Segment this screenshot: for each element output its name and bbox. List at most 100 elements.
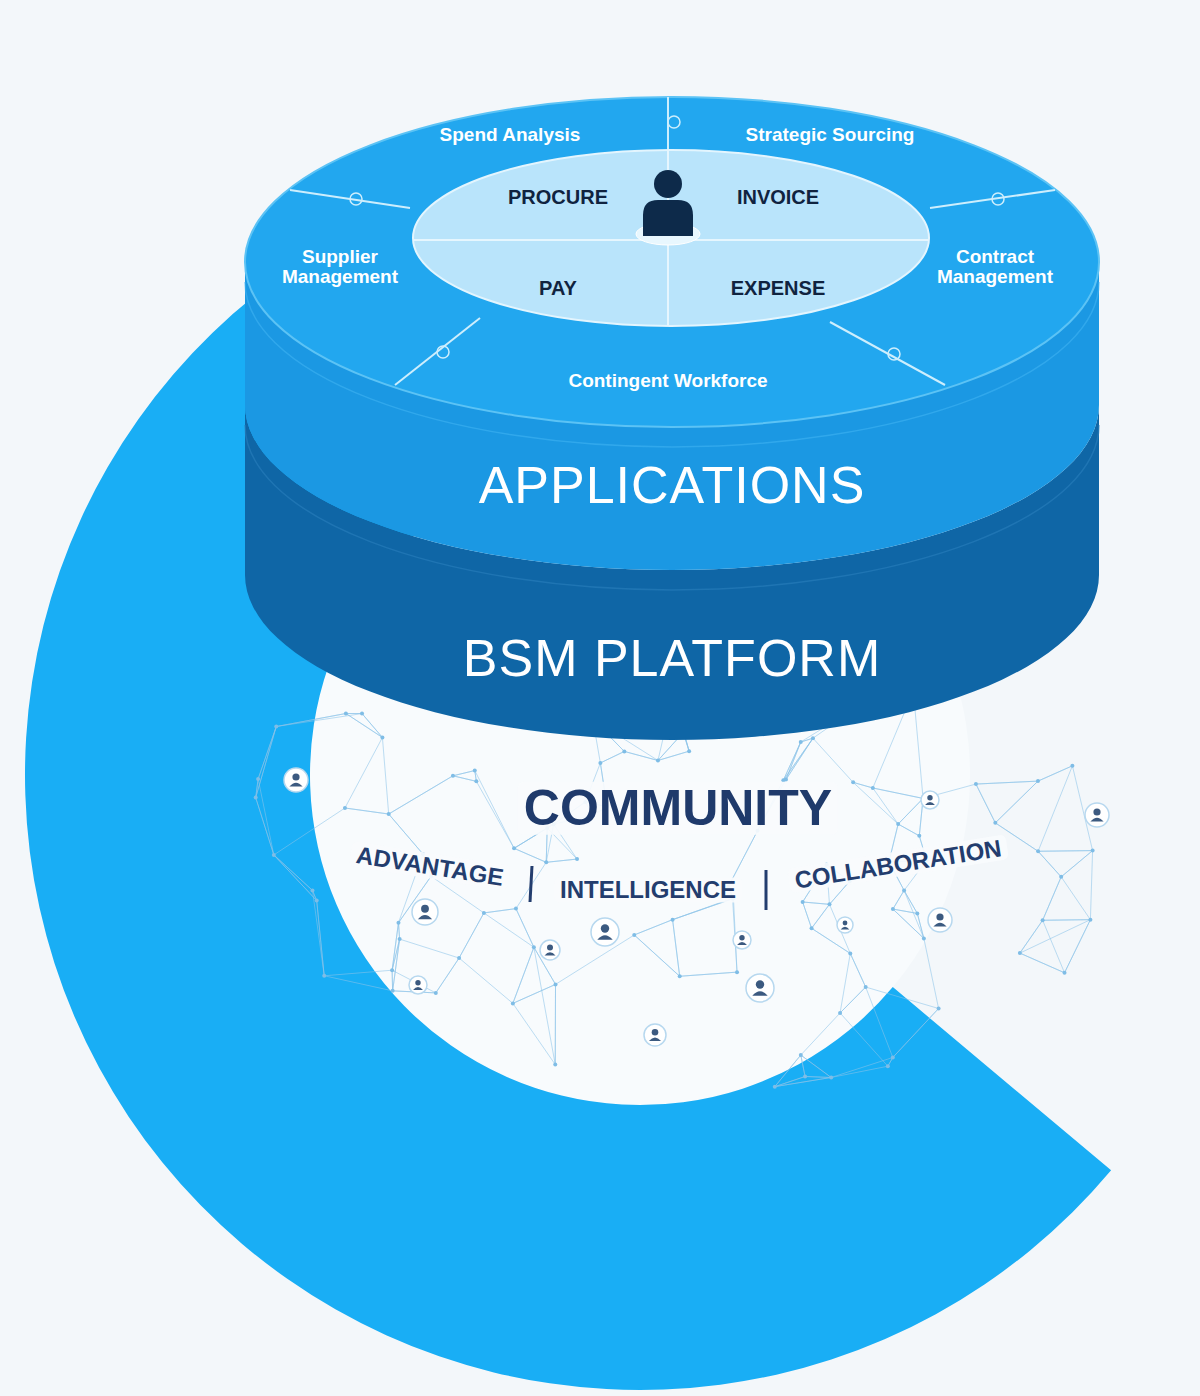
network-dot: [434, 991, 438, 995]
network-dot: [457, 956, 461, 960]
network-dot: [891, 907, 895, 911]
network-link: [324, 976, 392, 991]
network-link: [775, 1077, 831, 1086]
network-link: [513, 1003, 555, 1064]
network-dot: [902, 888, 906, 892]
network-link: [976, 784, 995, 823]
network-dot: [482, 911, 486, 915]
network-link: [600, 751, 624, 763]
network-link: [274, 855, 317, 901]
network-link: [1043, 877, 1062, 920]
user-icon: [412, 899, 438, 925]
network-link: [803, 902, 812, 928]
network-dot: [1088, 918, 1092, 922]
segment-divider: [930, 190, 1055, 208]
network-link: [1020, 920, 1091, 953]
quadrant: PROCURE: [504, 184, 613, 211]
network-dot: [735, 970, 739, 974]
network-link: [805, 1076, 831, 1078]
network-link: [345, 808, 389, 814]
network-link: [783, 738, 813, 780]
network-link: [312, 890, 324, 975]
network-link: [362, 714, 382, 738]
label-text: APPLICATIONS: [479, 458, 866, 513]
network-dot: [632, 933, 636, 937]
separator-bar: [530, 866, 532, 902]
network-link: [274, 855, 313, 890]
network-link: [801, 1055, 831, 1077]
network-dot: [390, 968, 394, 972]
network-link: [673, 920, 680, 977]
network-link: [484, 909, 516, 913]
segment-divider: [395, 318, 480, 385]
network-dot: [622, 749, 626, 753]
network-dot: [380, 735, 384, 739]
segment: Contract Management: [921, 244, 1069, 290]
network-link: [812, 904, 830, 928]
network-link: [1038, 766, 1072, 851]
network-link: [256, 727, 277, 798]
network-link: [453, 771, 475, 776]
network-link: [853, 782, 898, 824]
network-link: [1038, 851, 1061, 877]
network-link: [476, 781, 514, 848]
network-link: [345, 737, 382, 808]
network-link: [831, 1066, 888, 1077]
network-link: [783, 738, 813, 780]
network-link: [898, 824, 919, 836]
network-dot: [915, 911, 919, 915]
network-dot: [315, 899, 319, 903]
network-link: [1020, 920, 1043, 953]
network-dot: [848, 951, 852, 955]
network-link: [546, 859, 577, 862]
user-icon: [540, 940, 560, 960]
network-link: [317, 901, 325, 976]
user-icon: [928, 908, 952, 932]
segment: Strategic Sourcing: [742, 122, 919, 148]
network-dot: [514, 907, 518, 911]
network-link: [995, 781, 1038, 823]
puzzle-knob: [350, 193, 362, 205]
network-link: [866, 987, 939, 1008]
network-link: [898, 798, 923, 824]
inner-disk: [413, 150, 929, 326]
network-link: [276, 714, 362, 727]
label-text: INVOICE: [737, 187, 820, 208]
network-dot: [799, 740, 803, 744]
network-link: [995, 781, 1038, 823]
network-link: [775, 1055, 801, 1087]
network-dot: [917, 834, 921, 838]
community-circle: COMMUNITYADVANTAGEINTELLIGENCECOLLABORAT…: [300, 760, 1000, 940]
network-link: [775, 1077, 831, 1086]
puzzle-knob: [888, 348, 900, 360]
network-link: [831, 1057, 893, 1077]
network-link: [398, 923, 399, 939]
network-link: [258, 727, 276, 779]
network-dot: [1041, 918, 1045, 922]
network-link: [274, 855, 313, 890]
network-link: [1065, 920, 1091, 973]
network-link: [812, 904, 830, 928]
network-link: [1043, 919, 1091, 921]
label-text: Spend Analysis: [440, 125, 581, 145]
network-link: [600, 751, 624, 763]
user-icon: [284, 768, 308, 792]
network-dot: [937, 1006, 941, 1010]
network-dot: [598, 761, 602, 765]
network-dot: [396, 921, 400, 925]
network-dot: [256, 777, 260, 781]
cylinder: [245, 97, 1099, 740]
network-dot: [871, 786, 875, 790]
network-dot: [474, 779, 478, 783]
network-link: [624, 751, 658, 760]
network-link: [258, 779, 274, 855]
network-link: [514, 848, 546, 862]
network-link: [389, 776, 453, 814]
user-icon: [746, 974, 774, 1002]
network-link: [873, 788, 923, 798]
label-text: BSM PLATFORM: [463, 631, 881, 686]
network-dot: [272, 853, 276, 857]
network-link: [893, 1008, 939, 1057]
